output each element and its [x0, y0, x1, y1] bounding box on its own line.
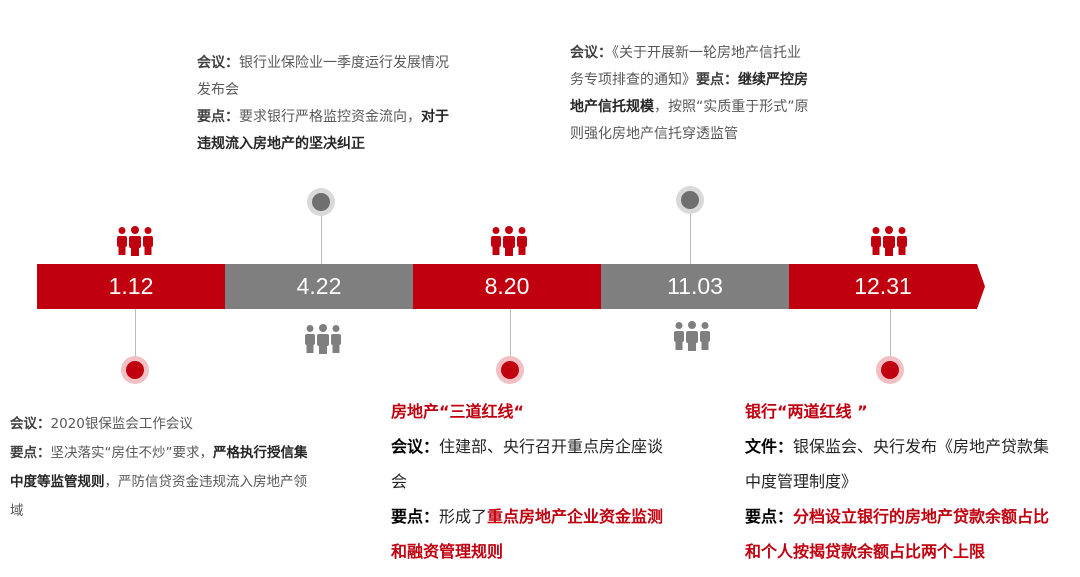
connector-line [510, 309, 511, 369]
timeline-dot [501, 361, 519, 379]
point-text: 要求银行严格监控资金流向， [239, 109, 421, 125]
event-4-description: 会议：《关于开展新一轮房地产信托业务专项排查的通知》要点：继续严控房地产信托规模… [570, 40, 812, 148]
point-highlight: 严格执行授信集中度等监管规则 [10, 445, 308, 490]
segment-arrow-shape [413, 264, 609, 309]
event-2-description: 会议：银行业保险业一季度运行发展情况发布会 要点：要求银行严格监控资金流向，对于… [197, 50, 459, 158]
timeline-segment-3: 8.20 [413, 264, 609, 309]
people-group-icon [674, 321, 710, 351]
event-title: 房地产“三道红线“ [391, 402, 525, 421]
point-text: ，按照“实质重于形式”原则强化房地产信托穿透监管 [570, 99, 809, 142]
timeline-dot [681, 191, 699, 209]
point-highlight: 继续严控房地产信托规模 [570, 72, 808, 115]
timeline-date: 1.12 [108, 273, 154, 299]
point-label: 要点： [391, 507, 440, 526]
connector-line [321, 202, 322, 264]
meeting-label: 会议： [391, 437, 440, 456]
timeline-date: 11.03 [667, 273, 723, 299]
meeting-text: 2020银保监会工作会议 [50, 416, 193, 432]
timeline-segment-1: 1.12 [37, 264, 233, 309]
timeline-date: 12.31 [854, 273, 912, 299]
point-label: 要点： [745, 507, 794, 526]
point-text: 形成了 [439, 507, 488, 526]
file-label: 文件： [745, 437, 794, 456]
people-group-icon [491, 226, 527, 256]
timeline-segment-2: 4.22 [225, 264, 421, 309]
meeting-label: 会议： [570, 45, 612, 61]
people-group-icon [305, 324, 341, 354]
point-label: 要点： [696, 72, 738, 88]
connector-line [890, 309, 891, 369]
people-group-icon [117, 226, 153, 256]
point-label: 要点： [10, 445, 51, 461]
event-1-description: 会议：2020银保监会工作会议 要点：坚决落实“房住不炒”要求，严格执行授信集中… [10, 410, 310, 526]
timeline-segment-4: 11.03 [601, 264, 797, 309]
point-text-tail: ，严防信贷资金违规流入房地产领域 [10, 474, 307, 519]
file-text: 银保监会、央行发布《房地产贷款集中度管理制度》 [745, 437, 1050, 491]
timeline-date: 8.20 [484, 273, 530, 299]
timeline-dot [126, 361, 144, 379]
point-highlight: 分档设立银行的房地产贷款余额占比和个人按揭贷款余额占比两个上限 [745, 507, 1050, 561]
meeting-label: 会议： [197, 55, 239, 71]
connector-line [135, 309, 136, 369]
people-group-icon [871, 226, 907, 256]
segment-arrow-shape [225, 264, 421, 309]
point-highlight: 重点房地产企业资金监测和融资管理规则 [391, 507, 664, 561]
segment-arrow-shape [789, 264, 985, 309]
timeline-dot [312, 193, 330, 211]
segment-arrow-shape [37, 264, 233, 309]
timeline-segment-5: 12.31 [789, 264, 985, 309]
point-text: 坚决落实“房住不炒”要求， [50, 445, 214, 461]
meeting-label: 会议： [10, 416, 51, 432]
meeting-text: 《关于开展新一轮房地产信托业务专项排查的通知》 [570, 45, 801, 88]
event-5-description: 银行“两道红线 ” 文件：银保监会、央行发布《房地产贷款集中度管理制度》 要点：… [745, 394, 1065, 569]
event-title: 银行“两道红线 ” [745, 402, 868, 421]
meeting-text: 银行业保险业一季度运行发展情况发布会 [197, 55, 449, 98]
segment-arrow-shape [601, 264, 797, 309]
timeline-date: 4.22 [296, 273, 342, 299]
connector-line [690, 200, 691, 264]
meeting-text: 住建部、央行召开重点房企座谈会 [391, 437, 664, 491]
point-label: 要点： [197, 109, 239, 125]
point-highlight: 对于违规流入房地产的坚决纠正 [197, 109, 449, 152]
timeline-dot [881, 361, 899, 379]
event-3-description: 房地产“三道红线“ 会议：住建部、央行召开重点房企座谈会 要点：形成了重点房地产… [391, 394, 673, 569]
